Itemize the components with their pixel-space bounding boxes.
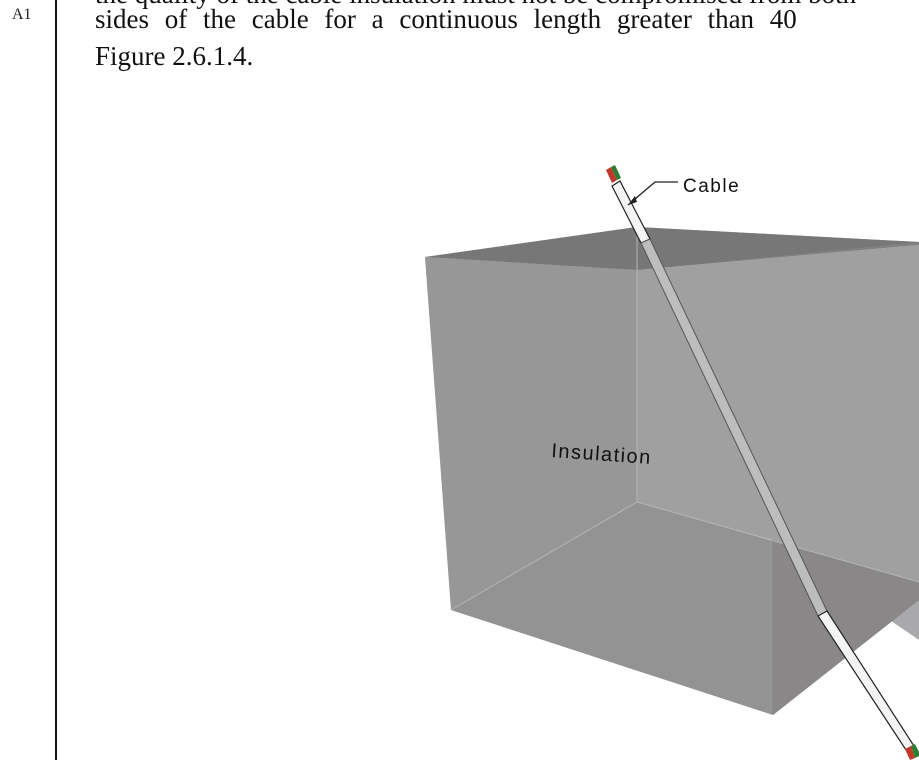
box-edge [636,501,919,583]
insulation-top-face [425,227,919,270]
revision-marker: A1 [12,6,32,23]
cable-leader-arrow [628,196,637,205]
box-edge [450,501,638,611]
change-bar [55,0,57,760]
insulation-back-wall [637,245,919,640]
wire-tip-green-top [611,165,621,180]
wire-tip-green-bottom [911,744,919,758]
text-line-1: sides of the cable for a continuous leng… [95,4,797,34]
text-line-partial: the quality of the cable insulation must… [95,0,856,10]
cable-label: Cable [683,176,740,197]
wire-tip-red-top [606,167,617,183]
text-line-figure-ref: Figure 2.6.1.4. [95,41,254,71]
cable-leader-line [627,181,678,206]
insulation-left-wall [425,257,637,610]
wire-tip-red-bottom [905,746,915,760]
